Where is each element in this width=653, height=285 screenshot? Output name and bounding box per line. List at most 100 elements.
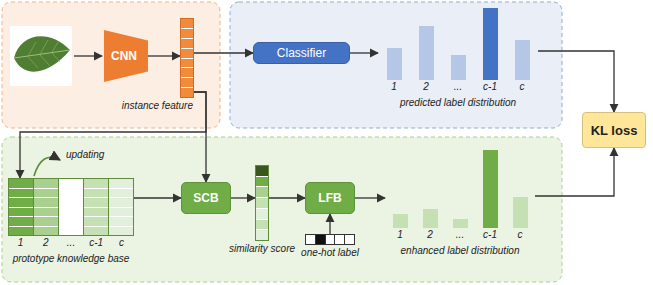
prototype-cell [9, 208, 33, 218]
annotation-label: updating [66, 149, 104, 160]
prototype-column [9, 179, 34, 235]
vector-cell [181, 59, 193, 69]
cnn-block: CNN [104, 30, 148, 82]
prototype-cell [9, 217, 33, 227]
scb-block: SCB [181, 182, 231, 214]
kl-loss-box: KL loss [582, 112, 646, 148]
prototype-cell [84, 189, 108, 199]
block-label: Classifier [277, 46, 326, 60]
prototype-knowledge-base: 12...c-1cprototype knowledge base [8, 178, 134, 250]
flow-arrow [20, 92, 206, 178]
vector-cell [256, 230, 268, 240]
class-index: c-1 [475, 228, 505, 242]
class-index: 2 [415, 228, 445, 242]
caption-text: prototype knowledge base [13, 253, 130, 264]
class-index: 1 [378, 80, 410, 94]
onehot-cell [326, 235, 336, 244]
bar-slot [475, 150, 505, 228]
class-index: ... [445, 228, 475, 242]
class-index: 1 [8, 236, 33, 250]
index-row: 12...c-1c [385, 228, 535, 242]
vector-cell [181, 68, 193, 78]
vector-cell [256, 166, 268, 177]
class-index: c [506, 80, 538, 94]
flow-arrow [350, 52, 378, 53]
enhanced-distribution: 12...c-1cenhanced label distribution [385, 150, 535, 242]
prototype-cell [59, 179, 83, 189]
vector-cell [181, 19, 193, 29]
distribution-bar [453, 219, 468, 228]
similarity-vector: similarity score [255, 165, 269, 241]
class-index: ... [58, 236, 83, 250]
prototype-cell [109, 179, 133, 189]
caption-text: instance feature [122, 100, 193, 111]
distribution-bar [419, 26, 434, 80]
flow-arrow [329, 214, 330, 234]
vector-cell [256, 220, 268, 231]
prototype-cell [59, 227, 83, 236]
feature-region [2, 2, 220, 128]
bar-slot [505, 150, 535, 228]
prototype-cell [84, 208, 108, 218]
prototype-cell [34, 189, 58, 199]
vector-cell [256, 209, 268, 220]
onehot-cell [345, 235, 354, 244]
vector-cell [181, 49, 193, 59]
flow-arrow [194, 92, 206, 182]
onehot-cell [335, 235, 345, 244]
prototype-cell [109, 217, 133, 227]
bar-area [385, 150, 535, 228]
vector-cell [256, 177, 268, 188]
prototype-cell [59, 198, 83, 208]
vector-cell [181, 88, 193, 97]
prototype-cell [59, 208, 83, 218]
bar-slot [378, 8, 410, 80]
bar-slot [474, 8, 506, 80]
prototype-column [109, 179, 133, 235]
feature-vector: instance feature [180, 18, 194, 98]
prototype-grid [8, 178, 134, 236]
distribution-bar [451, 55, 466, 80]
prototype-cell [109, 227, 133, 236]
block-label: CNN [111, 49, 141, 63]
vector-cell [181, 78, 193, 88]
prototype-cell [84, 179, 108, 189]
distribution-bar [483, 8, 498, 80]
bar-slot [506, 8, 538, 80]
leaf-image [10, 26, 72, 86]
index-row: 12...c-1c [378, 80, 538, 94]
distribution-bar [393, 214, 408, 228]
flow-arrow [134, 197, 181, 198]
flow-arrow [535, 148, 614, 196]
flow-arrow [269, 197, 305, 198]
prototype-cell [34, 179, 58, 189]
bar-area [378, 8, 538, 80]
class-index: c [505, 228, 535, 242]
onehot-cell [316, 235, 326, 244]
distribution-bar [483, 150, 498, 228]
classifier-box: Classifier [253, 42, 350, 64]
prototype-cell [34, 217, 58, 227]
prototype-cell [109, 198, 133, 208]
predicted-distribution: 12...c-1cpredicted label distribution [378, 8, 538, 94]
input-arrow [74, 55, 102, 56]
prototype-cell [84, 198, 108, 208]
block-label: SCB [193, 191, 218, 205]
caption-text: similarity score [229, 243, 295, 254]
index-row: 12...c-1c [8, 236, 134, 250]
block-label: KL loss [591, 123, 638, 138]
prototype-cell [34, 198, 58, 208]
bar-slot [410, 8, 442, 80]
prototype-cell [59, 189, 83, 199]
prototype-cell [59, 217, 83, 227]
distribution-bar [423, 209, 438, 228]
prototype-cell [84, 217, 108, 227]
class-index: 2 [33, 236, 58, 250]
lfb-block: LFB [305, 182, 355, 214]
caption-text: one-hot label [301, 247, 359, 258]
classifier-region [230, 2, 562, 128]
class-index: c-1 [474, 80, 506, 94]
bar-slot [445, 150, 475, 228]
bar-slot [415, 150, 445, 228]
